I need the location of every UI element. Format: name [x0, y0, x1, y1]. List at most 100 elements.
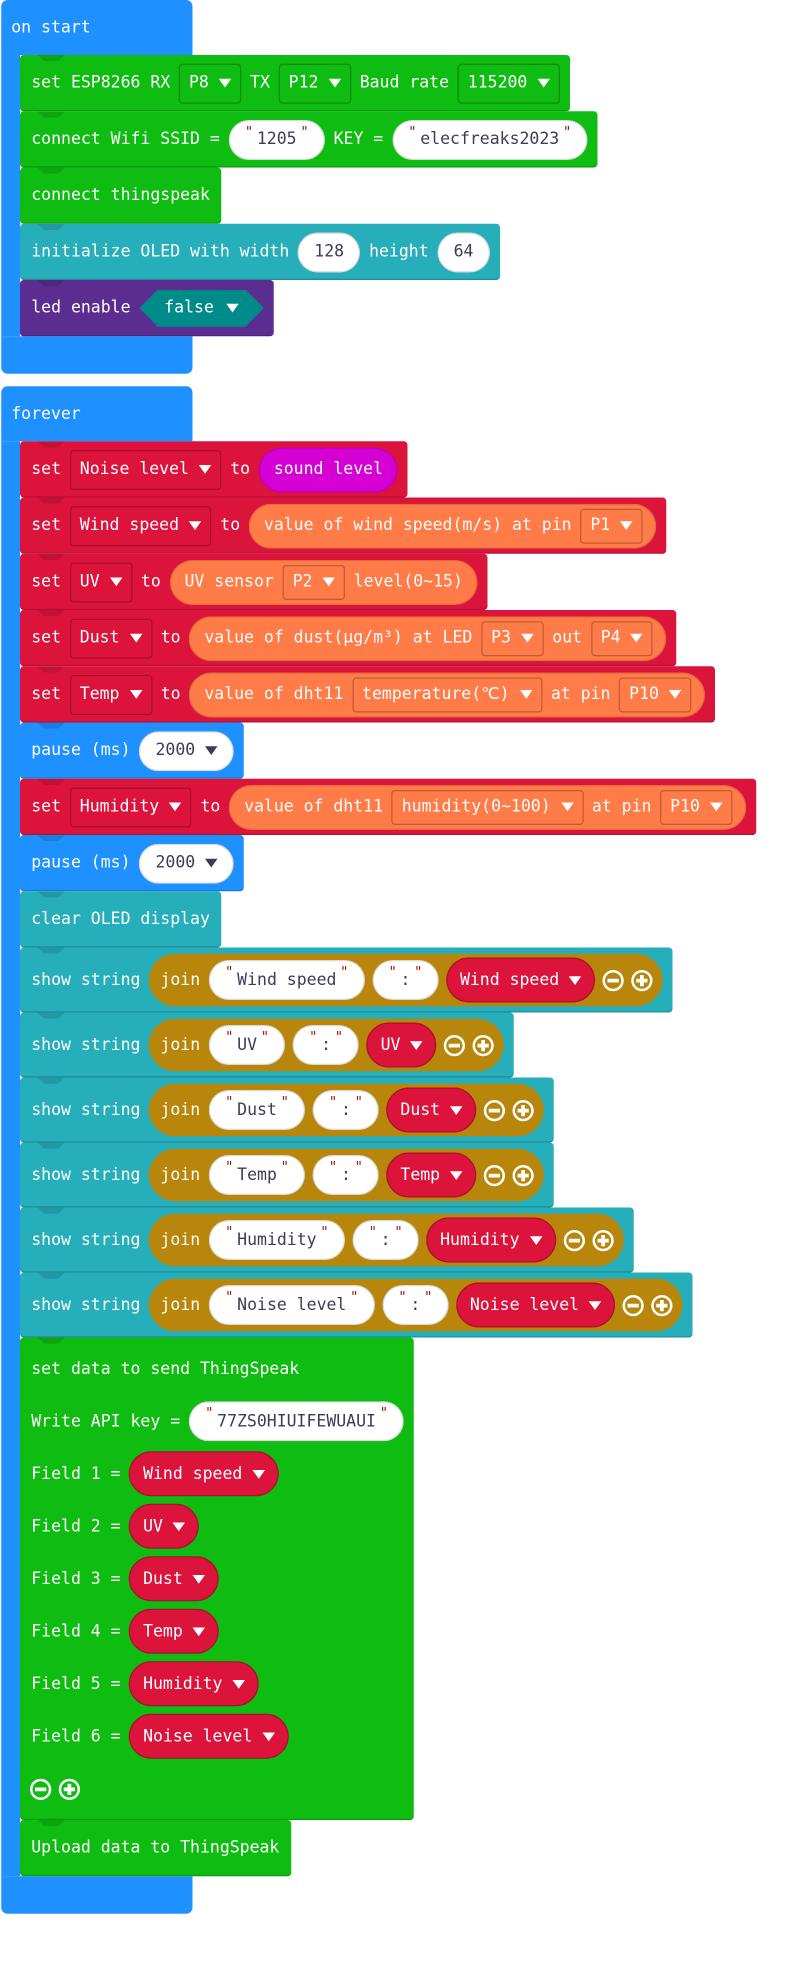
dropdown-noise-level[interactable]: Noise level	[69, 449, 222, 490]
add-input-plus-icon[interactable]	[631, 969, 653, 991]
remove-input-minus-icon[interactable]	[602, 969, 625, 991]
string-input-uv[interactable]: UV	[208, 1025, 286, 1065]
join-reporter-block[interactable]: joinDust:Dust	[149, 1083, 544, 1137]
add-input-plus-icon[interactable]	[58, 1778, 80, 1800]
dropdown-p1[interactable]: P1	[580, 508, 643, 544]
dropdown-p3[interactable]: P3	[481, 620, 544, 656]
event-block-on-start[interactable]: on start	[1, 0, 193, 55]
dropdown-p12[interactable]: P12	[278, 63, 351, 104]
variable-temp[interactable]: Temp	[129, 1608, 220, 1654]
event-block-forever[interactable]: forever	[1, 386, 193, 442]
statement-block[interactable]: pause (ms)2000	[20, 835, 244, 892]
add-input-plus-icon[interactable]	[592, 1229, 614, 1251]
string-input-temp[interactable]: Temp	[208, 1155, 306, 1195]
string-input-noise-level[interactable]: Noise level	[208, 1285, 375, 1325]
statement-block[interactable]: show stringjoinTemp:Temp	[20, 1142, 554, 1208]
statement-block[interactable]: Upload data to ThingSpeak	[20, 1820, 291, 1877]
remove-input-minus-icon[interactable]	[444, 1034, 466, 1056]
variable-uv[interactable]: UV	[129, 1503, 200, 1549]
variable-temp[interactable]: Temp	[386, 1152, 477, 1198]
dropdown-p8[interactable]: P8	[178, 63, 242, 104]
remove-input-minus-icon[interactable]	[483, 1099, 506, 1121]
number-dropdown-input[interactable]: 2000	[139, 730, 234, 771]
statement-block[interactable]: show stringjoinUV:UV	[20, 1012, 515, 1078]
number-dropdown-input[interactable]: 2000	[139, 843, 234, 884]
string-input-x[interactable]: :	[312, 1155, 380, 1195]
dropdown-p10[interactable]: P10	[619, 676, 692, 712]
statement-block[interactable]: pause (ms)2000	[20, 722, 244, 779]
remove-input-minus-icon[interactable]	[622, 1294, 645, 1316]
string-input-humidity[interactable]: Humidity	[208, 1220, 345, 1260]
statement-block[interactable]: clear OLED display	[20, 891, 222, 948]
string-input-77zs0hiuifewuaui[interactable]: 77ZS0HIUIFEWUAUI	[188, 1401, 405, 1442]
add-input-plus-icon[interactable]	[651, 1294, 673, 1316]
join-reporter-block[interactable]: joinUV:UV	[149, 1018, 505, 1072]
string-input-dust[interactable]: Dust	[208, 1090, 306, 1130]
reporter-block[interactable]: sound level	[258, 446, 399, 492]
statement-block[interactable]: connect Wifi SSID =1205KEY =elecfreaks20…	[20, 111, 598, 168]
string-input-x[interactable]: :	[312, 1090, 380, 1130]
join-reporter-block[interactable]: joinTemp:Temp	[149, 1148, 544, 1202]
remove-input-minus-icon[interactable]	[30, 1778, 52, 1800]
add-input-plus-icon[interactable]	[472, 1034, 495, 1056]
dropdown-humidity[interactable]: Humidity	[69, 786, 192, 827]
string-input-x[interactable]: :	[372, 960, 439, 1000]
string-input-x[interactable]: :	[352, 1220, 419, 1260]
variable-uv[interactable]: UV	[366, 1022, 437, 1068]
variable-wind-speed[interactable]: Wind speed	[446, 957, 596, 1003]
variable-dust[interactable]: Dust	[129, 1556, 220, 1602]
dropdown-p10[interactable]: P10	[660, 789, 733, 825]
variable-dust[interactable]: Dust	[386, 1087, 477, 1133]
statement-block[interactable]: show stringjoinNoise level:Noise level	[20, 1272, 693, 1338]
dropdown-value: P10	[629, 685, 659, 704]
dropdown-temp[interactable]: Temp	[69, 674, 152, 715]
statement-block[interactable]: show stringjoinWind speed:Wind speed	[20, 947, 673, 1013]
number-input[interactable]: 128	[298, 231, 361, 272]
dropdown-wind-speed[interactable]: Wind speed	[69, 505, 212, 546]
join-reporter-block[interactable]: joinWind speed:Wind speed	[149, 953, 663, 1007]
variable-wind-speed[interactable]: Wind speed	[129, 1451, 279, 1497]
dropdown-115200[interactable]: 115200	[457, 63, 560, 104]
dropdown-p2[interactable]: P2	[282, 564, 345, 600]
statement-block[interactable]: show stringjoinHumidity:Humidity	[20, 1207, 634, 1273]
add-input-plus-icon[interactable]	[512, 1164, 534, 1186]
remove-input-minus-icon[interactable]	[483, 1164, 506, 1186]
variable-noise-level[interactable]: Noise level	[456, 1282, 616, 1328]
variable-humidity[interactable]: Humidity	[129, 1661, 259, 1707]
string-input-1205[interactable]: 1205	[228, 119, 325, 160]
number-input[interactable]: 64	[437, 231, 490, 272]
string-input-wind-speed[interactable]: Wind speed	[208, 960, 365, 1000]
string-input-elecfreaks2023[interactable]: elecfreaks2023	[391, 119, 588, 160]
boolean-dropdown[interactable]: false	[139, 289, 264, 327]
dropdown-uv[interactable]: UV	[69, 561, 133, 602]
string-input-x[interactable]: :	[292, 1025, 360, 1065]
add-input-plus-icon[interactable]	[512, 1099, 534, 1121]
variable-noise-level[interactable]: Noise level	[129, 1713, 289, 1759]
remove-input-minus-icon[interactable]	[563, 1229, 585, 1251]
dropdown-temperature[interactable]: temperature(℃)	[352, 676, 543, 712]
join-reporter-block[interactable]: joinHumidity:Humidity	[149, 1213, 624, 1267]
dropdown-dust[interactable]: Dust	[69, 618, 152, 659]
statement-block[interactable]: connect thingspeak	[20, 167, 222, 224]
string-input-x[interactable]: :	[382, 1285, 449, 1325]
dropdown-p4[interactable]: P4	[590, 620, 654, 656]
variable-humidity[interactable]: Humidity	[426, 1217, 556, 1263]
dropdown-humidity-0-100[interactable]: humidity(0~100)	[391, 789, 584, 825]
join-reporter-block[interactable]: joinNoise level:Noise level	[149, 1278, 683, 1332]
statement-block[interactable]: show stringjoinDust:Dust	[20, 1077, 554, 1143]
